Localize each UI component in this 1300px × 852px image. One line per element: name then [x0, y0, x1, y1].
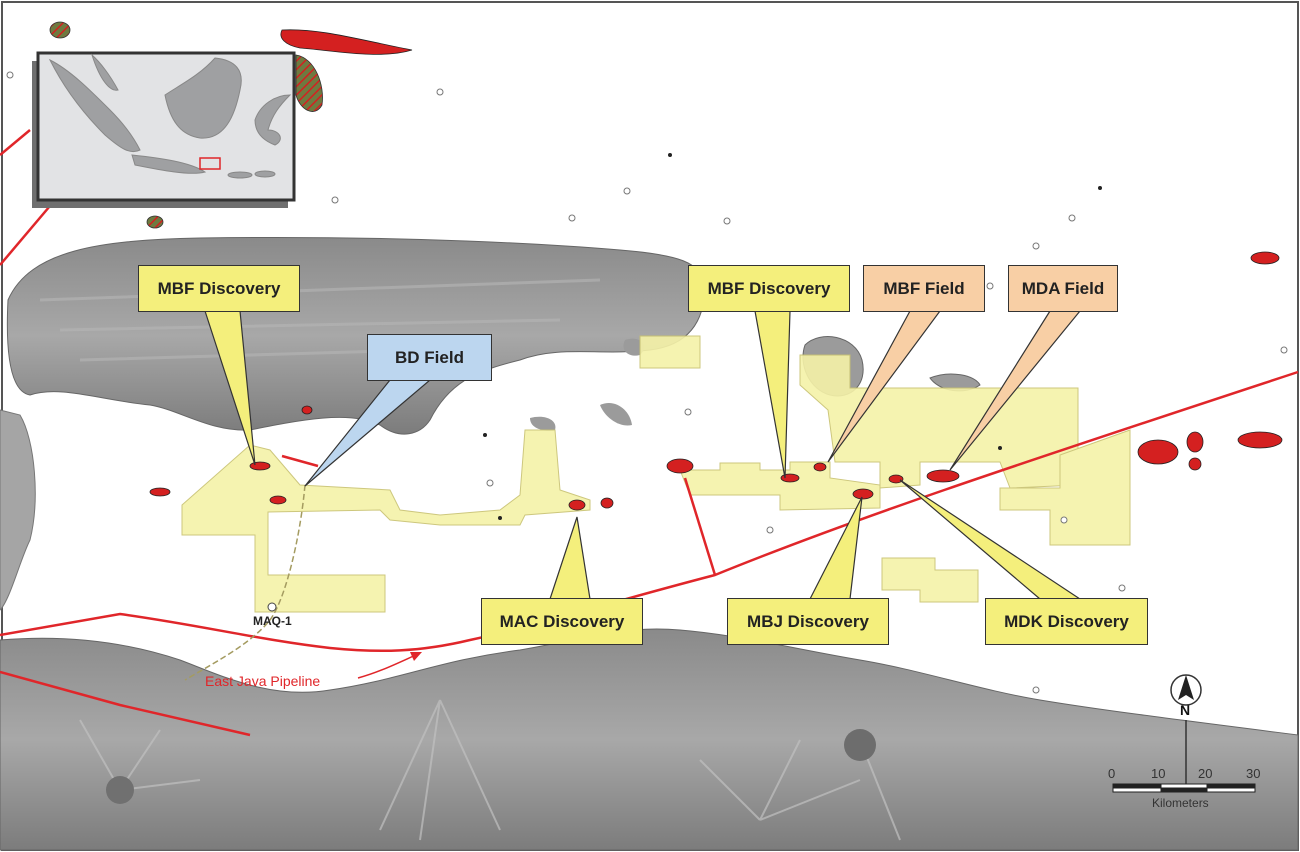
scale-unit: Kilometers [1152, 796, 1209, 810]
island [929, 373, 981, 392]
island [623, 338, 645, 356]
scale-tick-20: 20 [1198, 766, 1213, 781]
scale-bar [1112, 783, 1256, 793]
inset-location-box [199, 157, 221, 170]
north-label: N [1180, 702, 1191, 718]
callout-mbf-discovery-east: MBF Discovery [688, 265, 850, 312]
callout-mbf-field: MBF Field [863, 265, 985, 312]
hatched-fields [49, 21, 323, 229]
well-label-maq-1: MAQ-1 [253, 614, 292, 628]
scale-tick-0: 0 [1108, 766, 1116, 781]
callout-mac-discovery: MAC Discovery [481, 598, 643, 645]
oil-gas-fields [149, 29, 1283, 511]
island [600, 402, 632, 426]
wells [6, 71, 1288, 694]
java-west-coast [0, 409, 36, 611]
callout-mbj-discovery: MBJ Discovery [727, 598, 889, 645]
callout-mbf-discovery-west: MBF Discovery [138, 265, 300, 312]
callout-mdk-discovery: MDK Discovery [985, 598, 1148, 645]
island [530, 416, 556, 431]
callout-mda-field: MDA Field [1008, 265, 1118, 312]
callout-bd-field: BD Field [367, 334, 492, 381]
scale-tick-10: 10 [1151, 766, 1166, 781]
well-maq-1 [267, 602, 277, 612]
scale-tick-30: 30 [1246, 766, 1261, 781]
north-arrow [1170, 674, 1202, 784]
inset-map [32, 51, 296, 208]
pipeline-label: East Java Pipeline [205, 673, 321, 689]
